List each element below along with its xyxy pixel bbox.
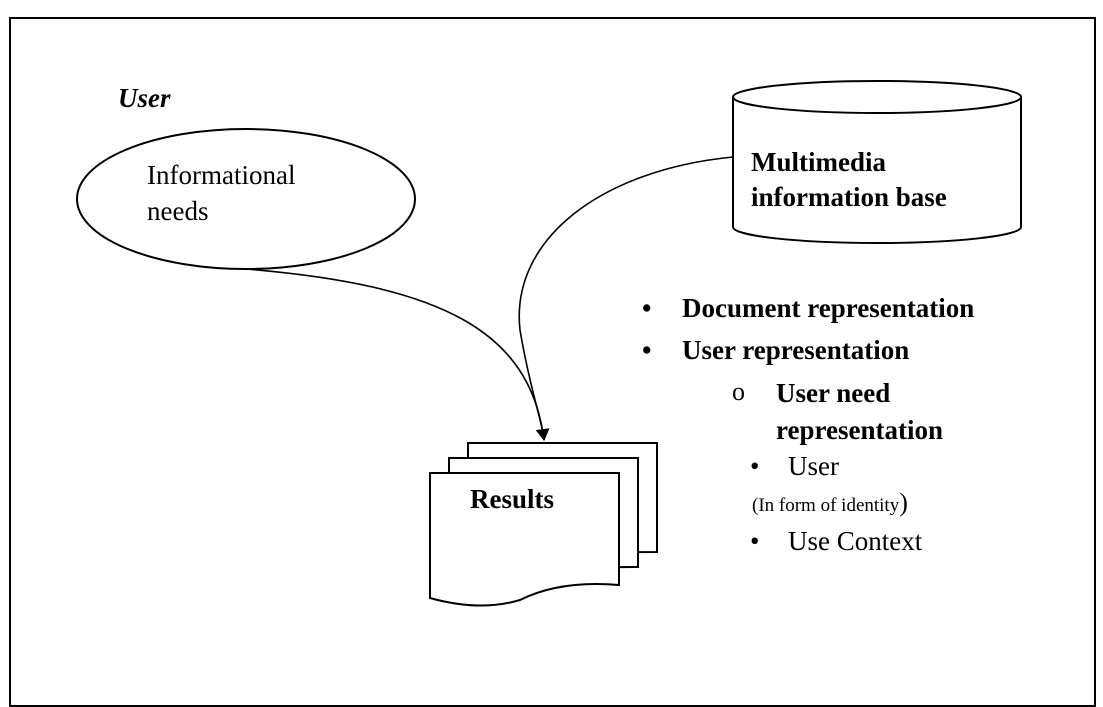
bullet-icon: •: [642, 335, 652, 365]
user-label: User: [118, 83, 171, 113]
identity-note: (In form of identity): [752, 488, 908, 518]
list-item-text: Use Context: [788, 526, 923, 556]
list-item-text-line1: User need: [776, 378, 891, 408]
sub-bullet-icon: o: [732, 377, 745, 406]
results-label: Results: [470, 484, 555, 514]
list-item-text: User need representation: [776, 375, 943, 449]
results-documents: [429, 442, 658, 607]
database-to-results-arrow: [518, 156, 734, 441]
database-cylinder: [732, 80, 1022, 244]
bullet-icon: •: [642, 293, 652, 323]
list-item-text: User: [788, 451, 839, 481]
list-item-text: Document representation: [682, 293, 975, 323]
bullet-icon: •: [750, 526, 760, 556]
list-item-text: User representation: [682, 335, 910, 365]
bullet-icon: •: [750, 451, 760, 481]
list-item-text-line2: representation: [776, 415, 943, 445]
database-label-line1: Multimedia: [751, 147, 886, 177]
needs-to-results-arrow: [245, 268, 550, 441]
needs-label-line2: needs: [147, 196, 209, 226]
identity-note-text: (In form of identity: [752, 495, 900, 516]
needs-label: Informational needs: [147, 157, 295, 229]
database-label: Multimedia information base: [751, 145, 947, 215]
needs-label-line1: Informational: [147, 160, 296, 190]
identity-note-close: ): [899, 488, 908, 517]
database-label-line2: information base: [751, 182, 947, 212]
